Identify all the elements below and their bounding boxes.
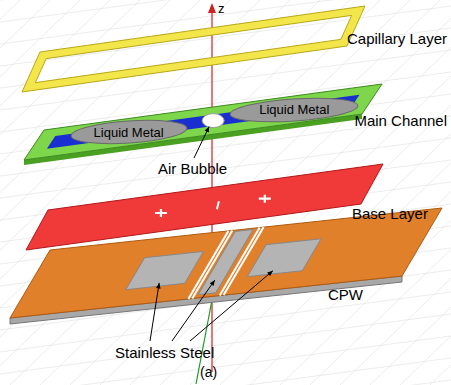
air-bubble bbox=[202, 114, 224, 128]
stainless-steel-pad bbox=[247, 239, 321, 277]
bubble-leader-head bbox=[205, 127, 210, 133]
base-layer-via bbox=[155, 209, 167, 217]
steel-leader-head bbox=[210, 280, 215, 286]
material-label: Liquid Metal bbox=[259, 102, 329, 117]
layer-label: Base Layer bbox=[352, 205, 428, 222]
cpw-slot bbox=[224, 227, 264, 295]
leader-lines bbox=[150, 127, 273, 341]
layer-label: CPW bbox=[328, 286, 363, 303]
material-label: Liquid Metal bbox=[94, 125, 164, 140]
cpw-slot bbox=[220, 228, 260, 296]
main-channel-layer bbox=[24, 84, 382, 160]
liquid-metal-plug: Liquid Metal bbox=[229, 97, 359, 123]
axis-label: z bbox=[218, 2, 225, 17]
steel-leader-head bbox=[156, 283, 161, 289]
steel-leader-head bbox=[267, 271, 273, 276]
liquid-metal-plug: Liquid Metal bbox=[70, 119, 188, 145]
steel-leader bbox=[150, 283, 159, 341]
figure-caption: (a) bbox=[200, 364, 217, 380]
steel-leader bbox=[190, 271, 273, 341]
liquid-metal-ellipse bbox=[230, 97, 359, 123]
stainless-steel-pad bbox=[126, 251, 204, 289]
bubble-leader bbox=[194, 127, 209, 158]
capillary-layer bbox=[22, 6, 365, 92]
base-layer-slit bbox=[217, 201, 219, 209]
part-label: Air Bubble bbox=[158, 160, 227, 177]
fluid-channel bbox=[47, 95, 360, 149]
layer-label: Main Channel bbox=[354, 112, 447, 129]
steel-leader bbox=[172, 280, 215, 341]
liquid-metal-ellipse bbox=[70, 119, 187, 145]
cpw-slot bbox=[192, 230, 232, 298]
z-axis-arrowhead bbox=[208, 3, 216, 13]
layer-label: Capillary Layer bbox=[347, 30, 447, 47]
base-layer-via bbox=[259, 195, 271, 203]
part-label: Stainless Steel bbox=[115, 344, 214, 361]
